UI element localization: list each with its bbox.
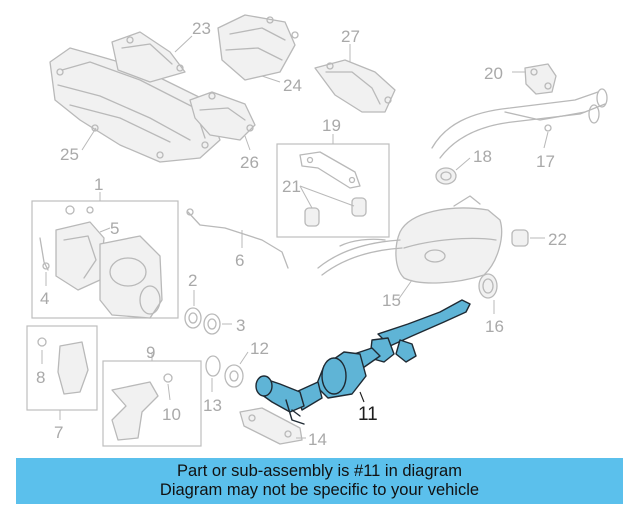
banner-line-2: Diagram may not be specific to your vehi…: [159, 481, 480, 499]
callout-4: 4: [40, 289, 49, 308]
part-27-shield[interactable]: [314, 59, 396, 113]
callout-23: 23: [192, 19, 211, 38]
part-25-heat-shield[interactable]: [49, 47, 221, 163]
callout-13: 13: [203, 396, 222, 415]
callout-21: 21: [282, 177, 301, 196]
part-10-bracket[interactable]: [111, 373, 173, 441]
part-12-gasket[interactable]: [224, 364, 244, 388]
callout-5: 5: [110, 219, 119, 238]
callout-18: 18: [473, 147, 492, 166]
part-11-front-pipe-catalytic-converter[interactable]: [255, 299, 471, 425]
callout-3: 3: [236, 316, 245, 335]
part-18-clamp[interactable]: [435, 167, 457, 185]
callout-2: 2: [188, 271, 197, 290]
callout-16: 16: [485, 317, 504, 336]
part-8-bracket[interactable]: [37, 337, 89, 395]
part-26-shield[interactable]: [189, 91, 256, 141]
part-19-hanger-bracket[interactable]: [299, 151, 361, 189]
callout-6: 6: [235, 251, 244, 270]
callout-22: 22: [548, 230, 567, 249]
exhaust-parts-diagram: 25 23 24 26 27 20: [26, 14, 608, 449]
callout-8: 8: [36, 368, 45, 387]
part-13-gasket[interactable]: [205, 355, 221, 377]
callout-11: 11: [358, 404, 378, 425]
callout-9: 9: [146, 343, 155, 362]
box-1: [31, 200, 179, 319]
part-23-shield[interactable]: [111, 31, 186, 83]
info-banner: Part or sub-assembly is #11 in diagram D…: [16, 458, 623, 504]
part-3-gasket[interactable]: [203, 313, 221, 335]
callout-26: 26: [240, 153, 259, 172]
part-6-pipe[interactable]: [186, 208, 289, 269]
callout-27: 27: [341, 27, 360, 46]
callout-1: 1: [94, 175, 103, 194]
part-22-insulator[interactable]: [511, 229, 529, 247]
callout-7: 7: [54, 423, 63, 442]
callout-12: 12: [250, 339, 269, 358]
callout-20: 20: [484, 64, 503, 83]
callout-24: 24: [283, 76, 302, 95]
part-5-turbocharger[interactable]: [55, 205, 163, 319]
part-4-sensor[interactable]: [39, 237, 50, 271]
callout-25: 25: [60, 145, 79, 164]
callout-10: 10: [162, 405, 181, 424]
banner-line-1: Part or sub-assembly is #11 in diagram: [177, 462, 462, 480]
part-20-hanger[interactable]: [524, 63, 557, 95]
part-16-clamp[interactable]: [478, 273, 498, 299]
part-14-shield[interactable]: [239, 407, 303, 445]
box-7: [26, 325, 98, 411]
part-21-insulators[interactable]: [304, 197, 367, 227]
part-24-shield[interactable]: [217, 14, 299, 81]
callout-17: 17: [536, 152, 555, 171]
callout-15: 15: [382, 291, 401, 310]
part-2-gasket[interactable]: [184, 307, 202, 329]
part-15-muffler[interactable]: [317, 195, 503, 284]
callout-14: 14: [308, 430, 327, 449]
part-17-tailpipe[interactable]: [431, 88, 608, 159]
callout-19: 19: [322, 116, 341, 135]
